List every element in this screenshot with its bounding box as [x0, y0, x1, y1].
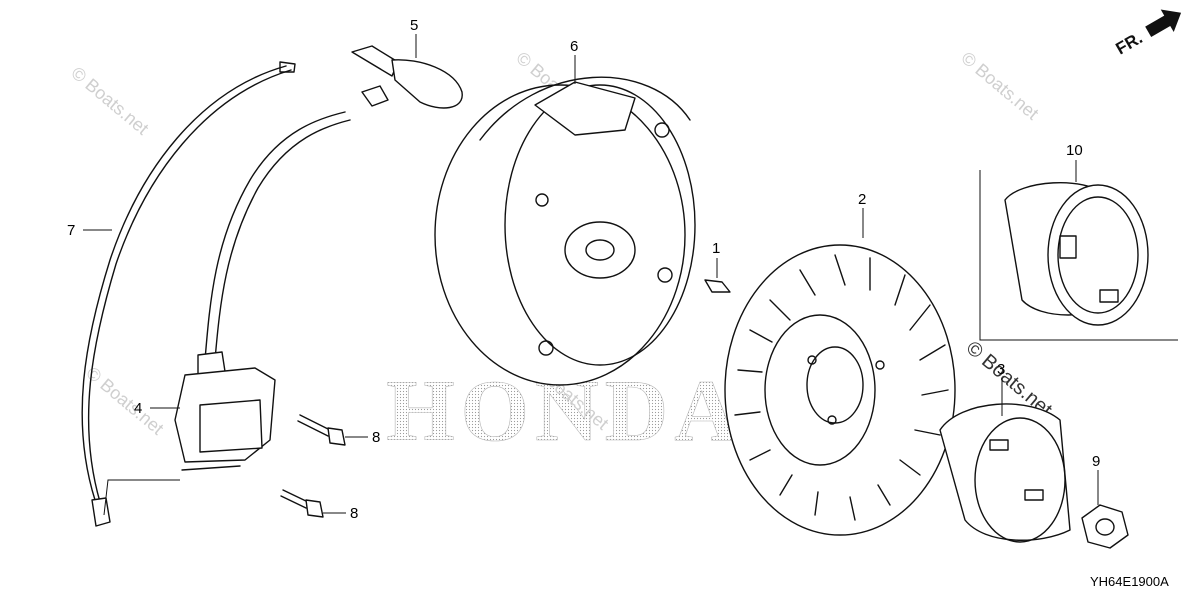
- callout-6: 6: [570, 38, 578, 55]
- callout-9: 9: [1092, 453, 1100, 470]
- callout-5: 5: [410, 17, 418, 34]
- part-cooling-fan: [724, 244, 956, 536]
- callout-10: 10: [1066, 142, 1083, 159]
- callout-8-upper: 8: [372, 429, 380, 446]
- callout-2: 2: [858, 191, 866, 208]
- site-watermark: © Boats.net: [957, 48, 1042, 124]
- part-woodruff-key: [704, 279, 731, 293]
- front-direction-indicator: FR.: [1113, 9, 1182, 58]
- callout-7: 7: [67, 222, 75, 239]
- part-bolt-upper: [297, 414, 346, 446]
- site-watermark: © Boats.net: [67, 63, 152, 139]
- leader-lines: [83, 34, 1099, 514]
- site-watermark: © Boats.net: [82, 363, 167, 439]
- callout-4: 4: [134, 400, 142, 417]
- part-bolt-lower: [280, 489, 324, 518]
- part-plug-cap: [351, 45, 463, 109]
- callout-3: 3: [997, 361, 1005, 378]
- part-flange-nut: [1081, 504, 1129, 549]
- part-starter-pulley: [939, 403, 1071, 543]
- direction-label: FR.: [1113, 28, 1146, 58]
- callout-1: 1: [712, 240, 720, 257]
- direction-arrow-icon: [1145, 9, 1182, 37]
- part-flywheel: [434, 76, 696, 386]
- diagram-code: YH64E1900A: [1090, 574, 1169, 589]
- part-ground-wire: [81, 61, 296, 527]
- part-ignition-coil: [174, 111, 351, 471]
- part-10-inset: [979, 170, 1178, 341]
- callout-8-lower: 8: [350, 505, 358, 522]
